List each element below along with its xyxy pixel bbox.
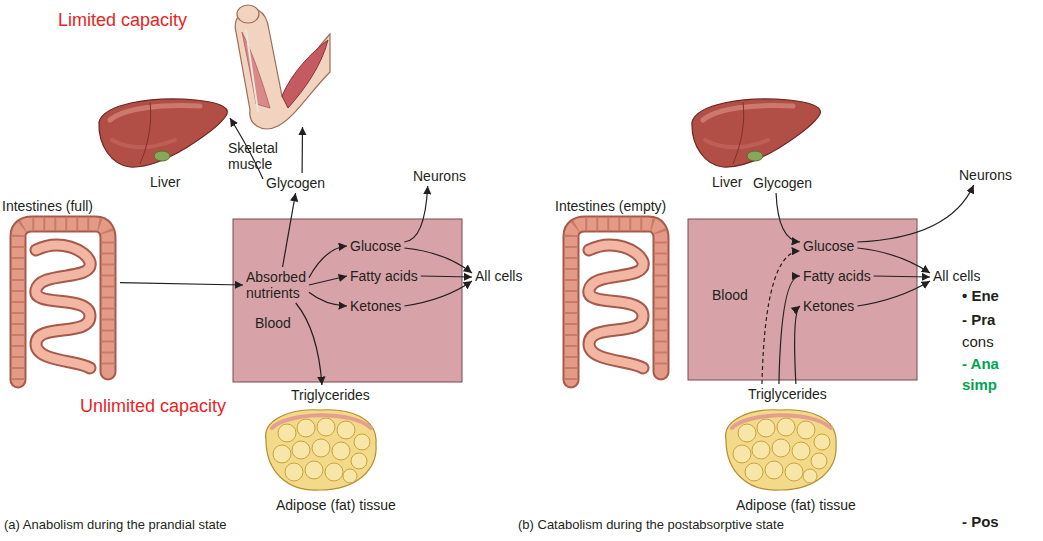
node-text: Absorbed nutrients <box>246 269 306 301</box>
organ-liver: Liver <box>95 100 230 190</box>
flow-arrow <box>120 283 243 285</box>
node-text: Neurons <box>413 168 466 184</box>
flow-arrow <box>404 186 427 242</box>
organ-intestines: Intestines (full) <box>2 198 120 386</box>
flow-arrow <box>795 306 800 384</box>
node-text: Liver <box>150 174 180 190</box>
blood-box: Blood Absorbed nutrients GlucoseFatty acid… <box>233 219 462 382</box>
node-text: Skeletal muscle <box>228 140 278 172</box>
substance-label: Ketones <box>347 296 404 316</box>
target-label: All cells <box>472 266 525 286</box>
adipose-illustration <box>726 410 837 490</box>
substance-label: Glycogen <box>750 173 815 193</box>
organ-intestines: Intestines (empty) <box>555 198 680 386</box>
flow-arrow <box>874 276 930 277</box>
node-text: Adipose (fat) tissue <box>276 497 396 513</box>
substance-label: Triglycerides <box>745 384 830 404</box>
substance-label: Glucose <box>800 236 857 256</box>
node-text: Fatty acids <box>803 268 871 284</box>
flow-arrow <box>309 292 347 306</box>
node-text: Fatty acids <box>350 268 418 284</box>
flow-arrow <box>283 193 296 267</box>
flow-arrow <box>857 185 973 242</box>
flow-arrow <box>309 276 347 285</box>
side-note: - Pos <box>962 513 999 530</box>
capacity-note: Limited capacity <box>58 10 187 31</box>
node-text: All cells <box>933 268 980 284</box>
flow-arrow <box>296 303 322 385</box>
side-note: simp <box>962 376 997 393</box>
node-text: Glycogen <box>266 175 325 191</box>
flow-arrow <box>857 281 930 306</box>
panel-caption: (a) Anabolism during the prandial state <box>4 518 227 533</box>
flow-arrow <box>301 127 303 173</box>
flow-arrow <box>309 246 347 278</box>
panel-caption: (b) Catabolism during the postabsorptive… <box>518 518 784 533</box>
target-label: Neurons <box>410 166 469 186</box>
node-text: Ketones <box>350 298 401 314</box>
node-text: Triglycerides <box>291 387 370 403</box>
substance-label: Glucose <box>347 236 404 256</box>
node-text: Neurons <box>959 167 1012 183</box>
adipose-illustration <box>266 410 377 490</box>
substance-label: Ketones <box>800 296 857 316</box>
liver-illustration <box>99 99 227 167</box>
organ-muscle: Skeletal muscle <box>205 2 330 127</box>
organ-adipose: Adipose (fat) tissue <box>258 405 408 515</box>
node-text: Glycogen <box>753 175 812 191</box>
node-text: Adipose (fat) tissue <box>736 497 856 513</box>
flow-arrow <box>762 251 800 384</box>
side-note: • Ene <box>962 287 999 304</box>
node-text: All cells <box>475 268 522 284</box>
liver-illustration <box>692 99 820 167</box>
substance-label: Fatty acids <box>347 266 421 286</box>
node-text: Glucose <box>350 238 401 254</box>
substance-label: Glycogen <box>263 173 328 193</box>
node-text: Liver <box>712 174 742 190</box>
substance-label: Triglycerides <box>288 385 373 405</box>
flow-arrow <box>404 281 472 306</box>
blood-box-ground <box>233 219 462 382</box>
intestines-illustration <box>18 224 108 380</box>
arm-illustration <box>235 5 330 129</box>
node-text: Blood <box>255 315 291 331</box>
substance-label: Fatty acids <box>800 266 874 286</box>
blood-box: Blood GlucoseFatty acidsKetones <box>688 219 917 380</box>
nutrient-label: Absorbed nutrients <box>243 267 309 303</box>
side-note: - Pra <box>962 311 995 328</box>
node-text: Ketones <box>803 298 854 314</box>
node-text: Intestines (full) <box>2 198 93 214</box>
target-label: Neurons <box>956 165 1015 185</box>
flow-arrow <box>779 276 800 384</box>
organ-adipose: Adipose (fat) tissue <box>718 405 868 515</box>
node-text: Glucose <box>803 238 854 254</box>
node-text: Triglycerides <box>748 386 827 402</box>
flow-arrow <box>776 193 800 242</box>
side-note: - Ana <box>962 355 999 372</box>
target-label: All cells <box>930 266 983 286</box>
blood-box-ground <box>688 219 917 380</box>
flow-arrow <box>421 276 472 277</box>
node-text: Blood <box>712 287 748 303</box>
capacity-note: Unlimited capacity <box>80 396 226 417</box>
intestines-illustration <box>571 224 661 380</box>
node-text: Intestines (empty) <box>555 198 666 214</box>
side-note: cons <box>962 333 994 350</box>
